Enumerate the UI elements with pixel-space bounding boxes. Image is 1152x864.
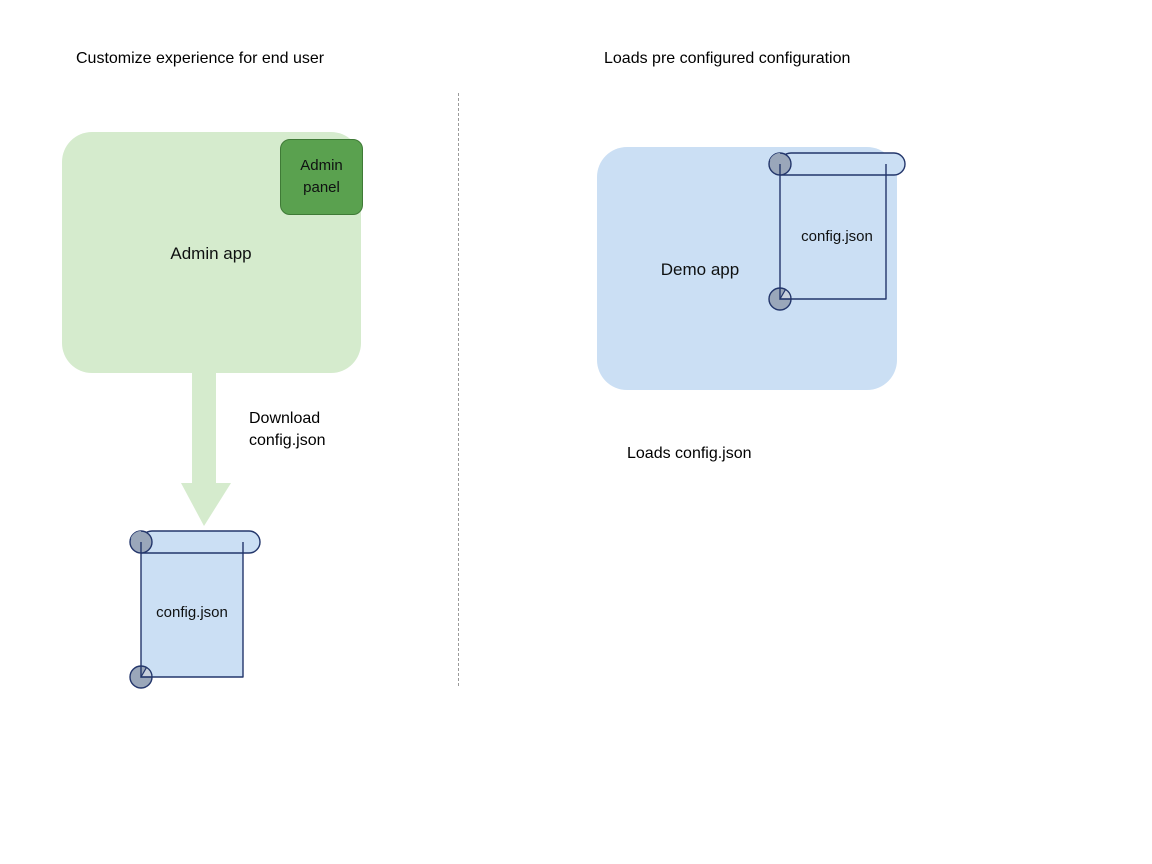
loads-config-caption: Loads config.json [627,445,752,462]
demo-app-label: Demo app [660,260,740,279]
download-arrow-label-line1: Download [249,410,321,427]
admin-panel-label-line1: Admin [300,157,343,174]
admin-panel-label: Admin panel [281,155,362,199]
admin-panel-label-line2: panel [303,179,340,196]
admin-panel-button[interactable]: Admin panel [280,139,363,215]
download-arrow-label-line2: config.json [249,432,326,449]
vertical-dashed-divider [458,93,459,686]
config-json-scroll-icon-left [129,530,261,689]
download-arrow-label: Download config.json [249,408,326,452]
admin-app-label: Admin app [170,244,252,263]
config-json-label-left: config.json [156,604,228,621]
right-panel-heading: Loads pre configured configuration [604,50,851,67]
download-arrow-icon [181,371,231,526]
left-panel-heading: Customize experience for end user [76,50,325,67]
config-json-scroll-icon-right [768,152,906,311]
config-json-label-right: config.json [801,228,873,245]
